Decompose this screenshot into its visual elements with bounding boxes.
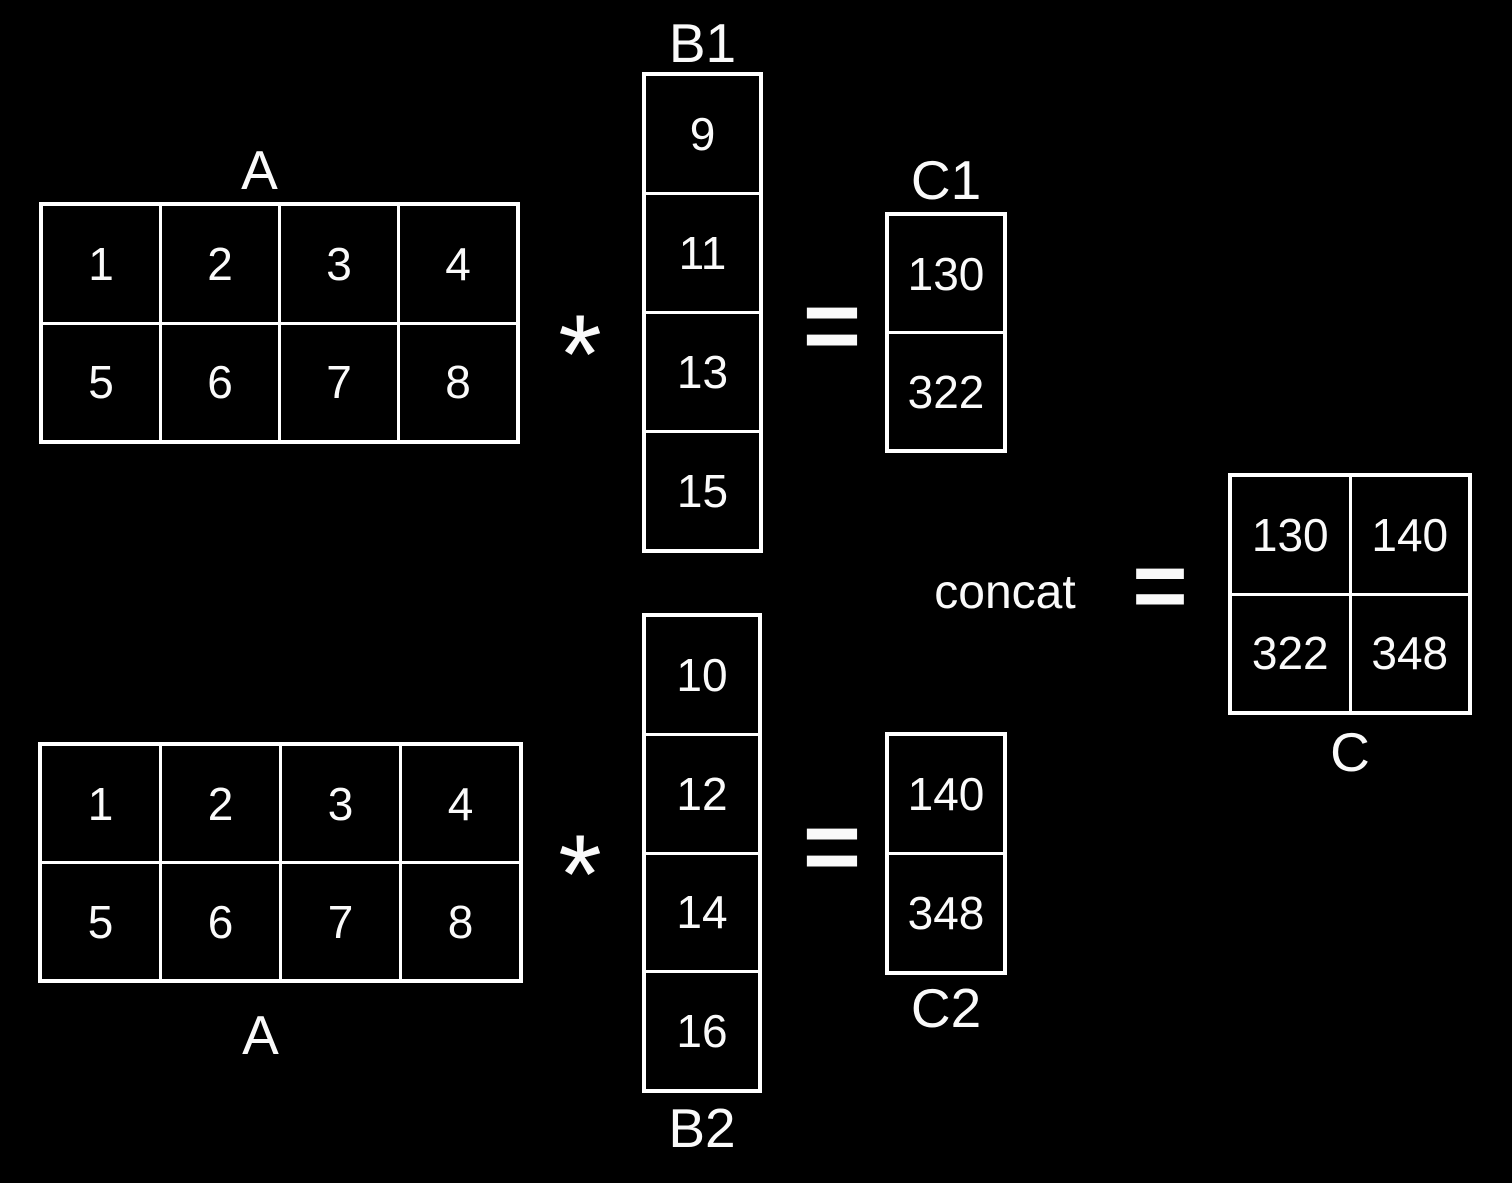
matrix-a-top-cell: 3 bbox=[281, 206, 397, 322]
matrix-a-bottom-cell: 5 bbox=[42, 864, 159, 979]
matrix-a-bottom-cell: 6 bbox=[162, 864, 279, 979]
matrix-a-top-cell: 6 bbox=[162, 324, 278, 440]
equals-operator-bottom: = bbox=[782, 797, 882, 902]
equals-icon: = bbox=[1132, 532, 1188, 639]
equals-icon: = bbox=[802, 791, 862, 903]
matrix-a-bottom-cell: 3 bbox=[282, 746, 399, 861]
matrix-a-bottom: 1 2 3 4 5 6 7 8 bbox=[38, 742, 523, 983]
matrix-a-bottom-cell: 4 bbox=[402, 746, 519, 861]
multiply-operator-bottom: * bbox=[530, 805, 630, 931]
matrix-c: 130 140 322 348 bbox=[1228, 473, 1472, 715]
matrix-c-cell: 322 bbox=[1232, 595, 1349, 711]
equals-icon: = bbox=[802, 270, 862, 382]
vector-b2-cell: 12 bbox=[646, 735, 758, 852]
vector-b2-label: B2 bbox=[668, 1097, 736, 1159]
matrix-a-top-cell: 4 bbox=[400, 206, 516, 322]
equals-operator-top: = bbox=[782, 276, 882, 381]
vector-b1-cell: 11 bbox=[646, 195, 759, 311]
matrix-c-cell: 140 bbox=[1351, 477, 1468, 593]
matrix-a-bottom-label: A bbox=[242, 1004, 279, 1066]
matrix-a-top-cell: 1 bbox=[43, 206, 159, 322]
matrix-c-cell: 130 bbox=[1232, 477, 1349, 593]
vector-b1-cell: 15 bbox=[646, 433, 759, 549]
vector-c2-cell: 348 bbox=[889, 855, 1003, 971]
asterisk-icon: * bbox=[558, 812, 602, 937]
matrix-a-bottom-cell: 7 bbox=[282, 864, 399, 979]
vector-b1-cell: 13 bbox=[646, 314, 759, 430]
vector-b2-cell: 10 bbox=[646, 617, 758, 733]
concat-label: concat bbox=[934, 565, 1076, 619]
vector-b2-cell: 16 bbox=[646, 973, 758, 1089]
vector-c2: 140 348 bbox=[885, 732, 1007, 975]
matrix-a-bottom-cell: 1 bbox=[42, 746, 159, 861]
asterisk-icon: * bbox=[558, 292, 602, 417]
matrix-a-bottom-cell: 8 bbox=[402, 864, 519, 979]
vector-b1-label: B1 bbox=[668, 12, 737, 74]
vector-c1-cell: 130 bbox=[889, 216, 1003, 331]
vector-c2-label: C2 bbox=[910, 977, 982, 1039]
matrix-a-top: 1 2 3 4 5 6 7 8 bbox=[39, 202, 520, 444]
matrix-a-top-cell: 5 bbox=[43, 324, 159, 440]
vector-b1: 9 11 13 15 bbox=[642, 72, 763, 553]
vector-c2-cell: 140 bbox=[889, 736, 1003, 852]
vector-b1-cell: 9 bbox=[646, 76, 759, 192]
multiply-operator-top: * bbox=[530, 285, 630, 411]
matrix-a-top-cell: 8 bbox=[400, 324, 516, 440]
equals-operator-concat: = bbox=[1110, 532, 1210, 641]
matrix-c-cell: 348 bbox=[1351, 595, 1468, 711]
matrix-c-label: C bbox=[1330, 721, 1370, 783]
vector-b2: 10 12 14 16 bbox=[642, 613, 762, 1093]
vector-b2-cell: 14 bbox=[646, 854, 758, 971]
matrix-a-top-cell: 7 bbox=[281, 324, 397, 440]
vector-c1: 130 322 bbox=[885, 212, 1007, 453]
vector-c1-cell: 322 bbox=[889, 334, 1003, 449]
matrix-a-bottom-cell: 2 bbox=[162, 746, 279, 861]
matrix-a-top-cell: 2 bbox=[162, 206, 278, 322]
matrix-a-top-label: A bbox=[241, 139, 278, 201]
vector-c1-label: C1 bbox=[910, 149, 982, 211]
